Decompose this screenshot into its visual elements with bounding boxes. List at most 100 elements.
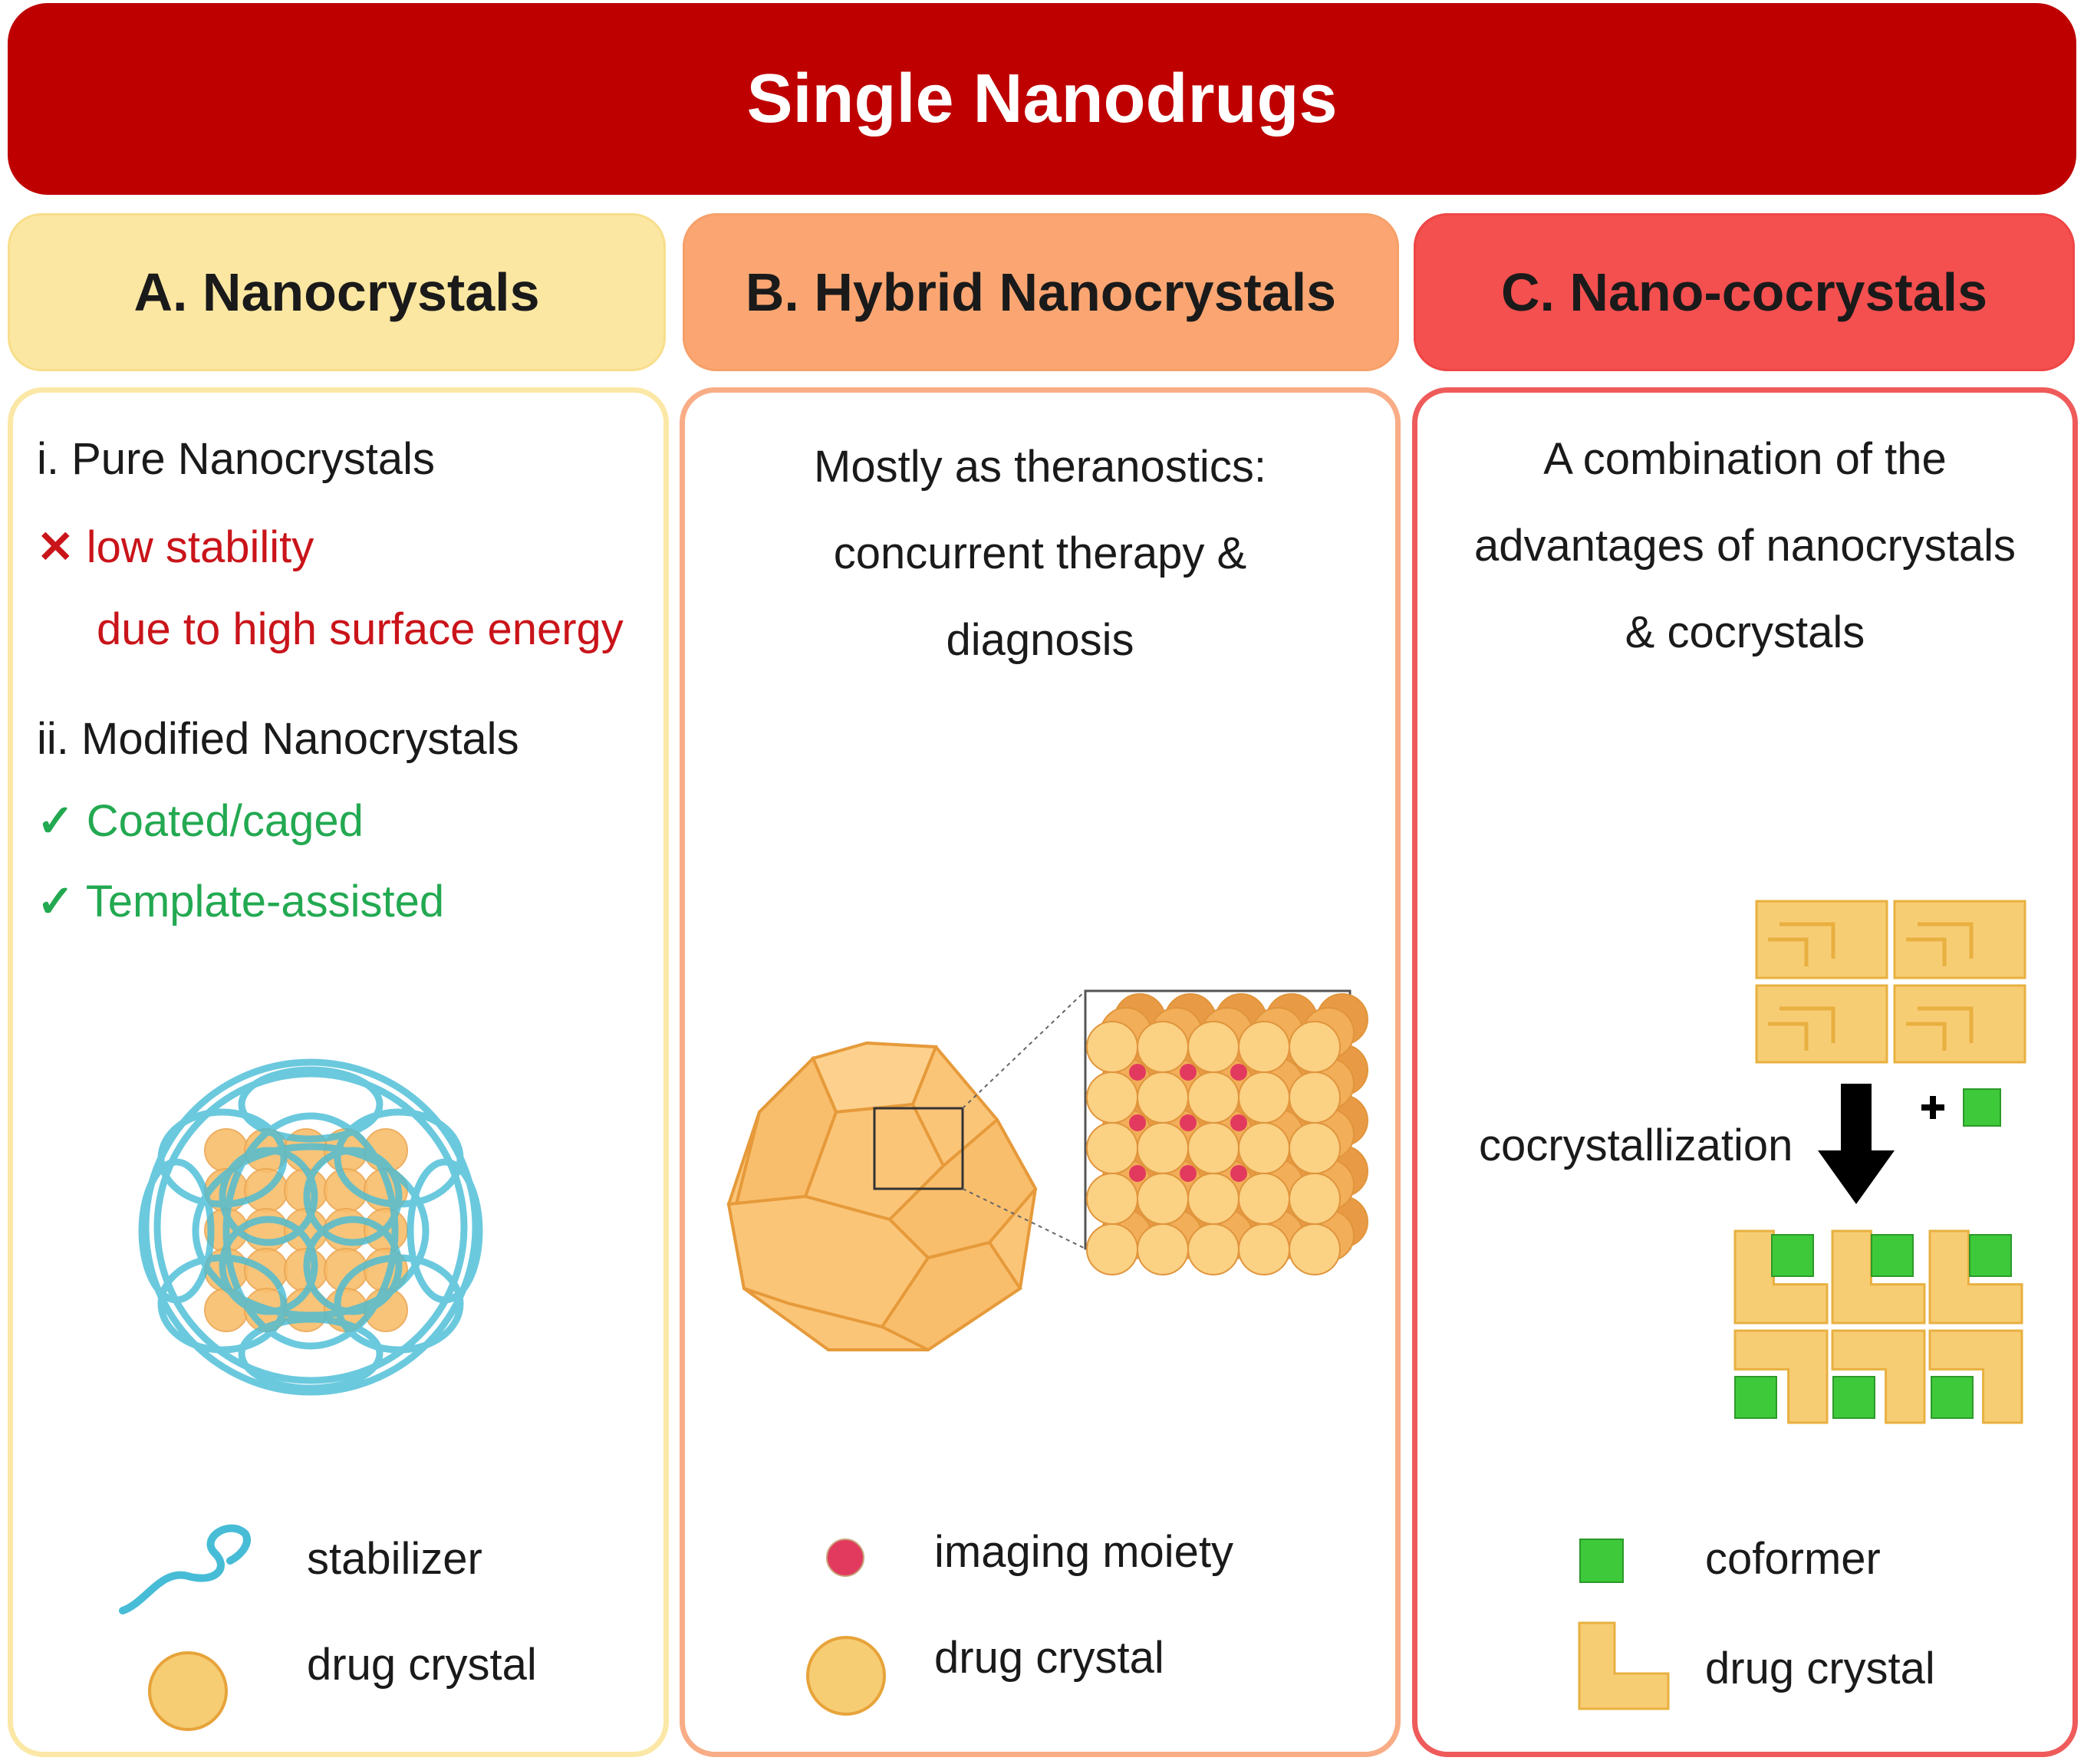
cocrystallization-label: cocrystallization [1479, 1121, 1793, 1170]
stabilizer-coils [138, 1058, 483, 1396]
low-stability-text: low stability [86, 522, 314, 572]
drug-crystal-groove [1768, 937, 1809, 966]
imaging-moiety-dot [1230, 1064, 1247, 1081]
imaging-moiety-dot [1230, 1165, 1247, 1182]
hybrid-nanocrystal-illustration [726, 989, 1368, 1352]
drug-crystal-sphere [1086, 1173, 1138, 1225]
zoom-region-box [873, 1107, 964, 1190]
drug-crystal-l-shape [1733, 1229, 1829, 1325]
high-surface-energy-text: due to high surface energy [97, 604, 624, 654]
header-b-label: B. Hybrid Nanocrystals [745, 262, 1337, 322]
coated-caged-row: ✓ Coated/caged [37, 799, 364, 844]
imaging-moiety-dot [1230, 1114, 1247, 1131]
imaging-moiety-dots [1129, 1064, 1247, 1182]
drug-crystal-l-shape [1733, 1329, 1829, 1424]
drug-crystal-sphere [1289, 1021, 1341, 1073]
coformer-square [1771, 1234, 1814, 1277]
drug-crystal-groove [1918, 922, 1974, 959]
header-a-label: A. Nanocrystals [133, 262, 540, 322]
drug-crystal-sphere [1187, 1122, 1240, 1174]
diagram-title: Single Nanodrugs [746, 60, 1338, 137]
plus-coformer [1921, 1088, 2001, 1127]
polyhedron-crystal [726, 1041, 1038, 1352]
coformer-square [1871, 1234, 1914, 1277]
pure-nanocrystals-heading: i. Pure Nanocrystals [37, 434, 435, 484]
modified-nanocrystals-heading: ii. Modified Nanocrystals [37, 714, 519, 764]
template-assisted-row: ✓ Template-assisted [37, 880, 444, 924]
cocrystal-description-line-2: advantages of nanocrystals [1473, 521, 2017, 571]
hybrid-description-line-1: Mostly as theranostics: [814, 442, 1266, 492]
drug-crystal-lattice [1086, 993, 1368, 1275]
drug-crystal-sphere [1187, 1173, 1240, 1225]
imaging-moiety-dot [1129, 1165, 1146, 1182]
drug-crystal-l-shape [1831, 1229, 1926, 1325]
imaging-moiety-legend-icon [826, 1539, 864, 1577]
hybrid-description-line-2: concurrent therapy & [833, 528, 1247, 578]
legend-drug-crystal-label-b: drug crystal [934, 1633, 1164, 1683]
drug-crystal-sphere [1238, 1223, 1290, 1275]
cocrystal-description-line-1: A combination of the [1543, 434, 1947, 484]
drug-crystal-sphere [1137, 1071, 1189, 1124]
drug-crystal-sphere [1086, 1071, 1138, 1124]
hybrid-description-line-3: diagnosis [946, 615, 1134, 665]
legend-drug-crystal-label-c: drug crystal [1705, 1644, 1935, 1693]
drug-crystal-sphere [1086, 1122, 1138, 1174]
cocrystal-lattice [1733, 1229, 2023, 1424]
drug-crystal-lattice-top [1755, 900, 2026, 1064]
cross-icon: ✕ [37, 522, 74, 572]
template-assisted-text: Template-assisted [85, 877, 445, 926]
drug-crystal-groove [1918, 1006, 1974, 1043]
drug-crystal-legend-icon [806, 1636, 886, 1716]
drug-crystal-groove [1768, 1022, 1809, 1051]
drug-crystal-sphere [1238, 1122, 1290, 1174]
title-banner: Single Nanodrugs [8, 3, 2076, 195]
check-icon: ✓ [37, 877, 74, 926]
drug-crystal-sphere [1289, 1122, 1341, 1174]
panel-nano-cocrystals [1412, 387, 2078, 1757]
drug-crystal-sphere [1137, 1021, 1189, 1073]
imaging-moiety-dot [1129, 1064, 1146, 1081]
drug-crystal-sphere [1137, 1173, 1189, 1225]
legend-imaging-moiety-label: imaging moiety [934, 1527, 1234, 1577]
drug-crystal-sphere [1137, 1223, 1189, 1275]
imaging-moiety-dot [1180, 1064, 1197, 1081]
header-nano-cocrystals: C. Nano-cocrystals [1414, 213, 2075, 371]
drug-crystal-sphere [1238, 1173, 1290, 1225]
drug-crystal-sphere [1289, 1071, 1341, 1124]
header-hybrid-nanocrystals: B. Hybrid Nanocrystals [683, 213, 1399, 371]
coformer-legend-icon [1579, 1539, 1624, 1583]
imaging-moiety-dot [1180, 1114, 1197, 1131]
drug-crystal-legend-icon [148, 1651, 228, 1731]
coated-nanocrystal-illustration [138, 1058, 483, 1396]
drug-crystal-sphere [1086, 1021, 1138, 1073]
drug-crystal-sphere [1238, 1021, 1290, 1073]
cocrystallization-illustration [1733, 900, 2026, 1424]
coformer-square [1734, 1376, 1777, 1419]
legend-stabilizer-label: stabilizer [307, 1534, 482, 1584]
drug-crystal-l-shape [1831, 1329, 1926, 1424]
coformer-square [1832, 1376, 1875, 1419]
drug-crystal-sphere [1289, 1223, 1341, 1275]
coformer-square [1969, 1234, 2012, 1277]
legend-coformer-label: coformer [1705, 1534, 1881, 1584]
check-icon: ✓ [37, 796, 74, 846]
drug-crystal-sphere [1238, 1071, 1290, 1124]
drug-crystal-groove [1779, 1006, 1835, 1043]
drug-crystal-groove [1906, 1022, 1947, 1051]
header-c-label: C. Nano-cocrystals [1500, 262, 1988, 322]
down-arrow-icon [1818, 1084, 1895, 1204]
header-nanocrystals: A. Nanocrystals [8, 213, 666, 371]
drug-crystal-l-legend-icon [1578, 1621, 1670, 1710]
coated-caged-text: Coated/caged [86, 796, 364, 846]
coformer-square [1931, 1376, 1974, 1419]
drug-crystal-sphere [1289, 1173, 1341, 1225]
drug-crystal-sphere [1187, 1223, 1240, 1275]
drug-crystal-l-shape [1928, 1329, 2023, 1424]
low-stability-row: ✕ low stability [37, 525, 314, 570]
drug-crystal-block [1893, 984, 2026, 1064]
drug-crystal-sphere [1187, 1071, 1240, 1124]
drug-crystal-sphere [1086, 1223, 1138, 1275]
drug-crystal-l-shape [1928, 1229, 2023, 1325]
drug-crystal-sphere [1137, 1122, 1189, 1174]
cocrystal-description-line-3: & cocrystals [1625, 607, 1865, 657]
